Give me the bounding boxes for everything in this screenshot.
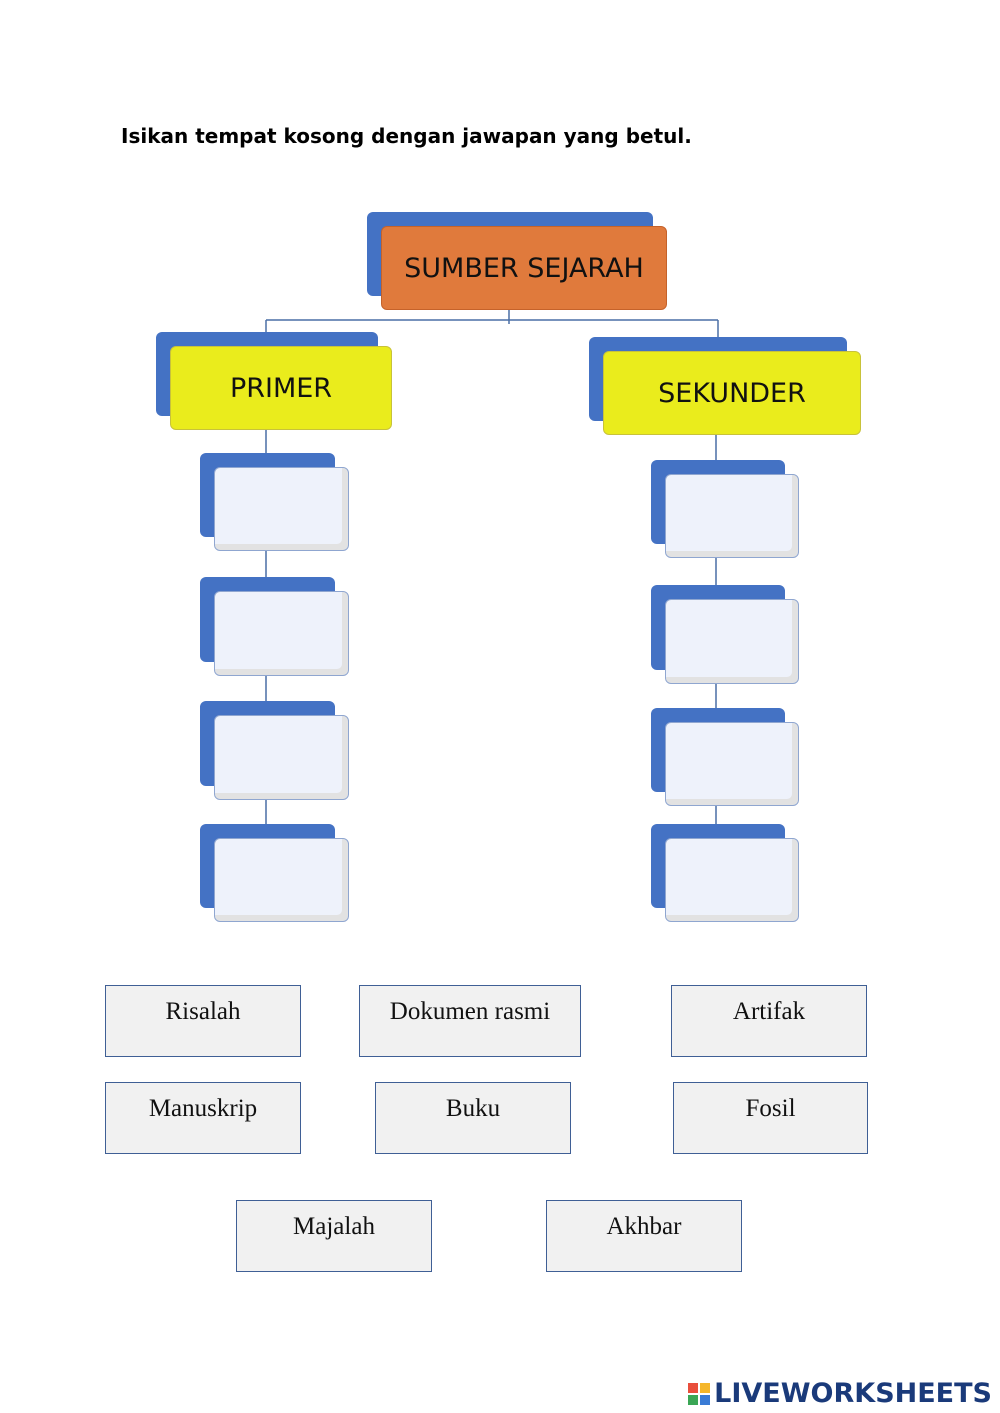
primer-label: PRIMER (170, 346, 392, 430)
primer-slot-3[interactable] (200, 701, 349, 800)
primer-slot-2[interactable] (200, 577, 349, 676)
answer-dokumen-rasmi[interactable]: Dokumen rasmi (359, 985, 581, 1057)
answer-buku[interactable]: Buku (375, 1082, 571, 1154)
primer-node: PRIMER (156, 332, 392, 430)
liveworksheets-logo-icon (688, 1382, 711, 1405)
liveworksheets-logo: LIVEWORKSHEETS (688, 1378, 992, 1409)
answer-fosil[interactable]: Fosil (673, 1082, 868, 1154)
sekunder-node: SEKUNDER (589, 337, 861, 435)
logo-square-green (688, 1394, 699, 1405)
instruction-text: Isikan tempat kosong dengan jawapan yang… (121, 124, 692, 148)
root-node: SUMBER SEJARAH (367, 212, 667, 310)
logo-square-yellow (700, 1382, 711, 1393)
answer-manuskrip[interactable]: Manuskrip (105, 1082, 301, 1154)
answer-artifak[interactable]: Artifak (671, 985, 867, 1057)
sekunder-label: SEKUNDER (603, 351, 861, 435)
logo-square-red (688, 1382, 699, 1393)
answer-majalah[interactable]: Majalah (236, 1200, 432, 1272)
answer-risalah[interactable]: Risalah (105, 985, 301, 1057)
liveworksheets-wordmark: LIVEWORKSHEETS (714, 1378, 992, 1409)
sekunder-slot-4[interactable] (651, 824, 799, 922)
primer-slot-1[interactable] (200, 453, 349, 551)
primer-slot-4[interactable] (200, 824, 349, 922)
sekunder-slot-1[interactable] (651, 460, 799, 558)
sekunder-slot-2[interactable] (651, 585, 799, 684)
root-label: SUMBER SEJARAH (381, 226, 667, 310)
answer-akhbar[interactable]: Akhbar (546, 1200, 742, 1272)
logo-square-blue (700, 1394, 711, 1405)
sekunder-slot-3[interactable] (651, 708, 799, 806)
